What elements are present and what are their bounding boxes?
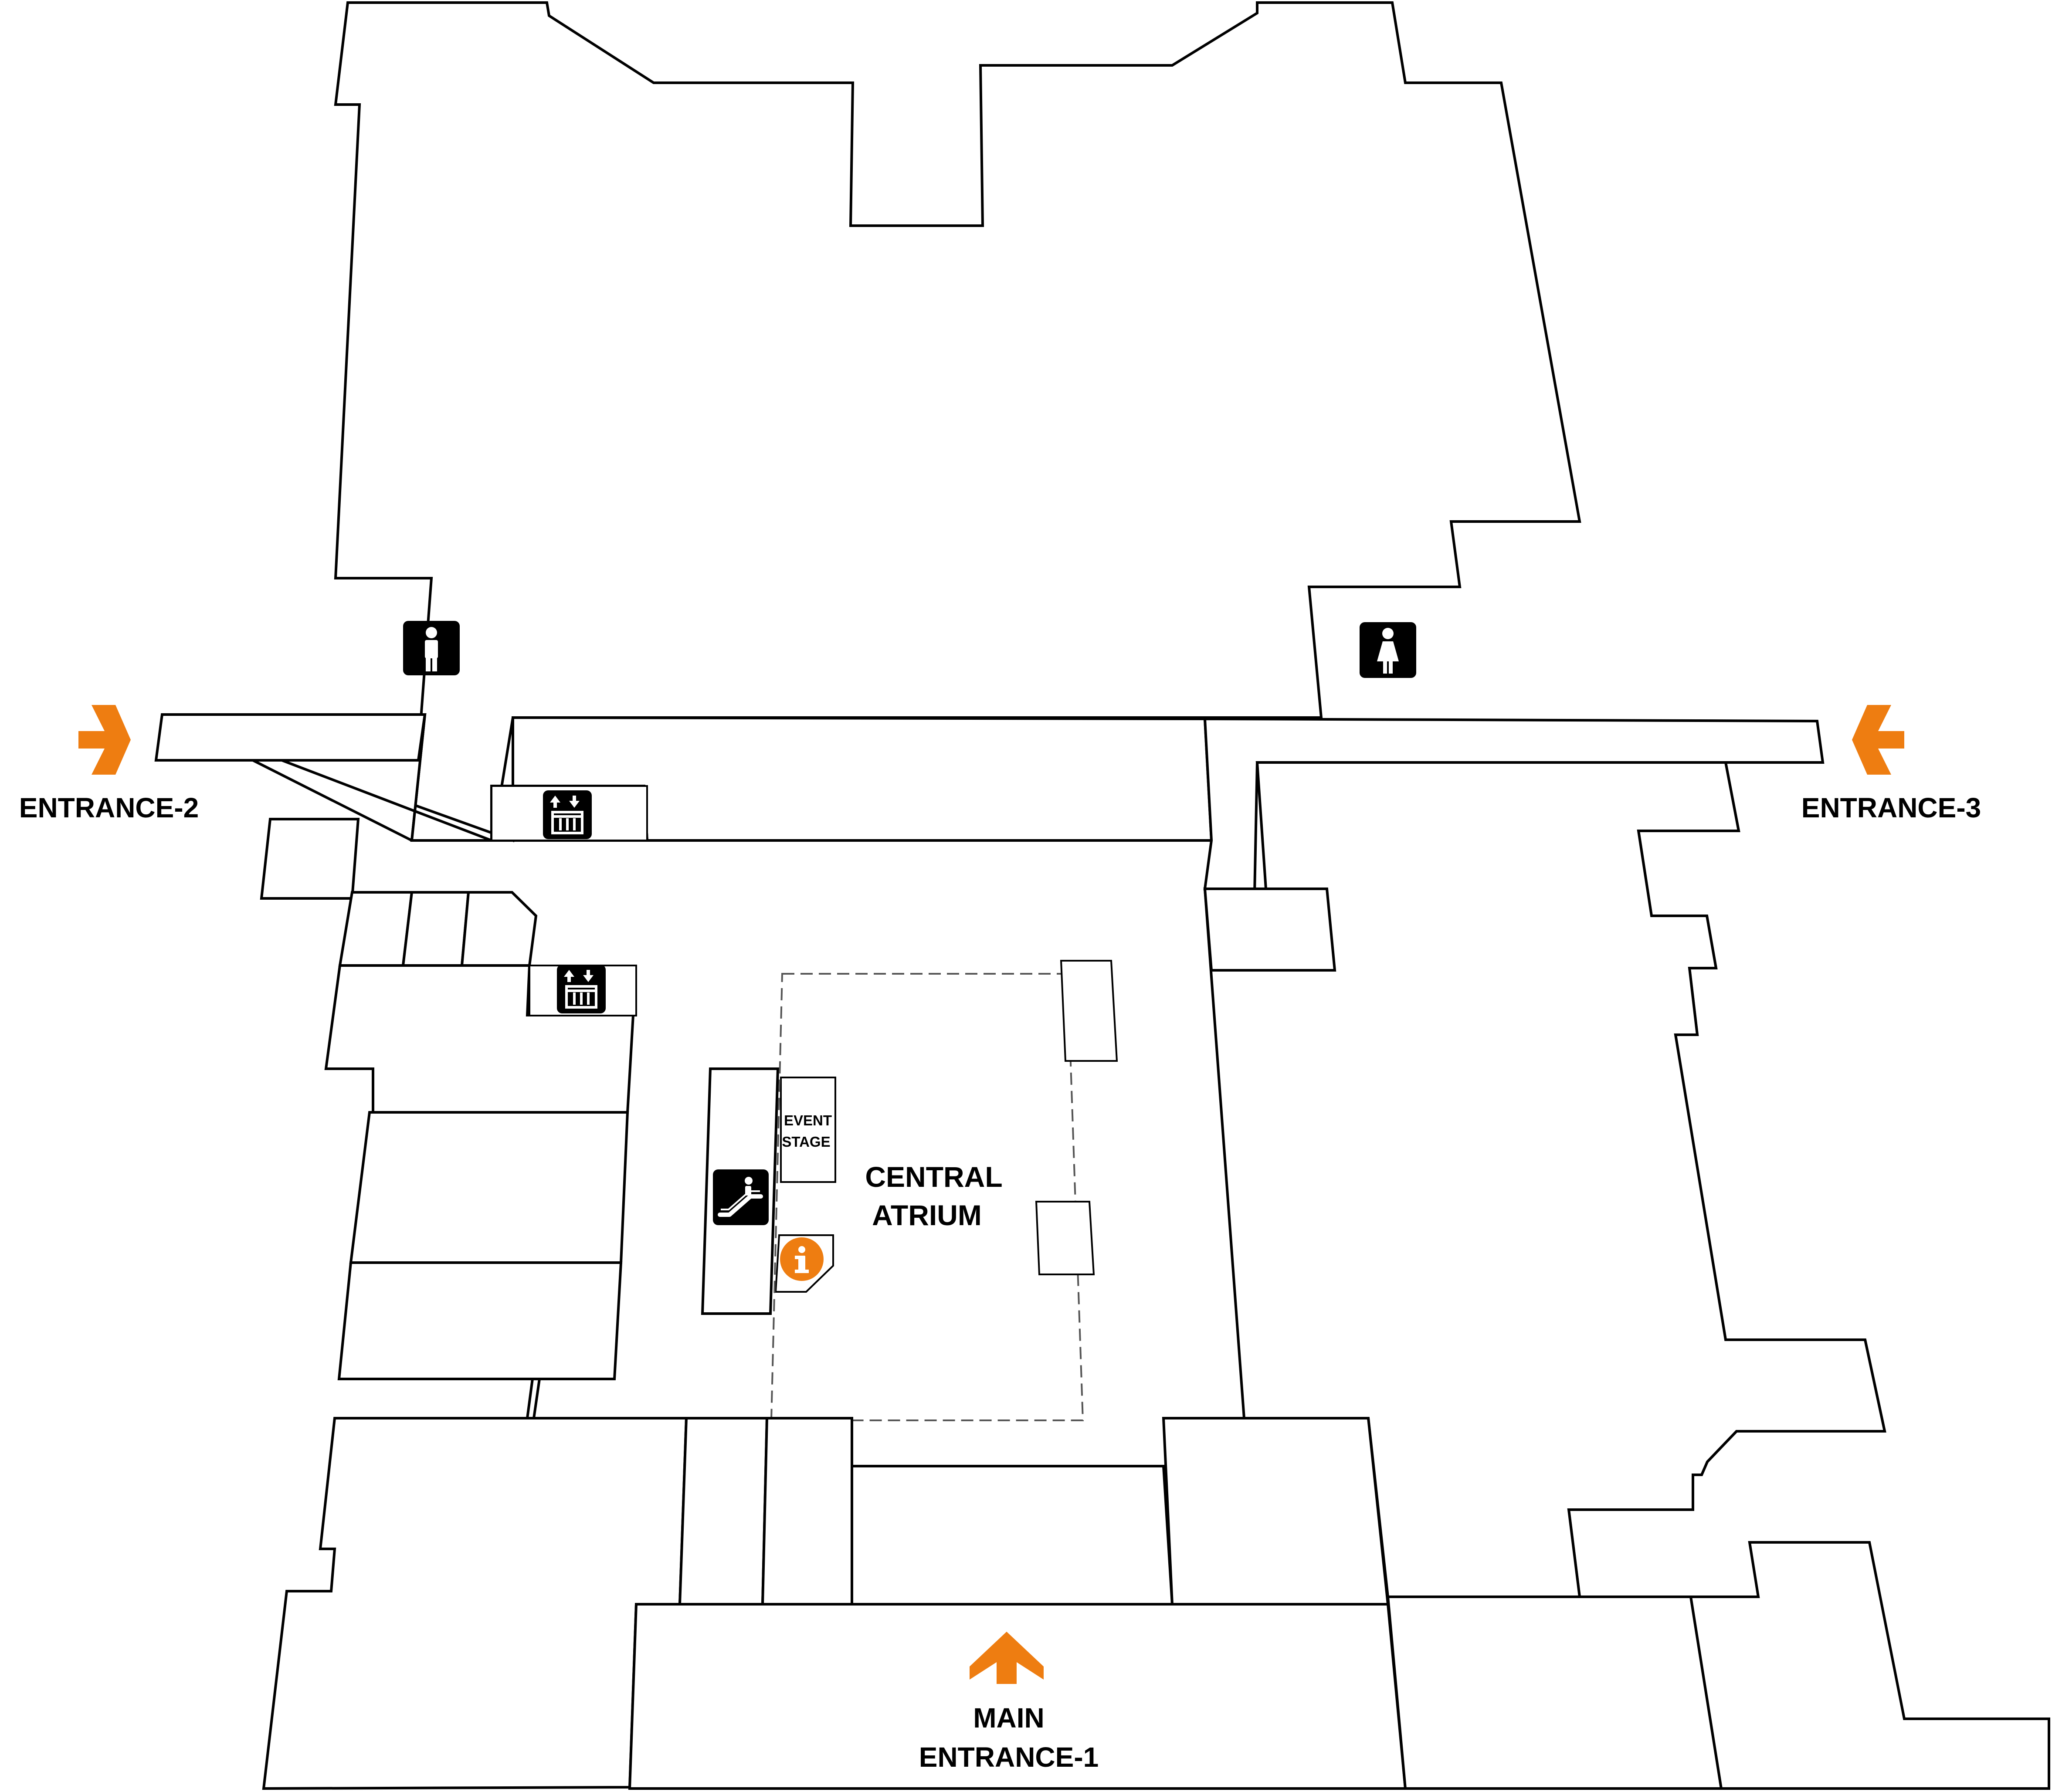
atrium-kiosk-east[interactable]	[1035, 1201, 1095, 1275]
southeast-shop-c[interactable]	[1689, 1541, 2050, 1790]
entrance-3-label: ENTRANCE-3	[1801, 792, 1981, 823]
entrance-2-label: ENTRANCE-2	[19, 792, 199, 823]
escalator-icon[interactable]	[713, 1169, 769, 1225]
west-entrance-passage-top[interactable]	[154, 713, 427, 762]
main-entrance-arrow-icon[interactable]	[970, 1632, 1044, 1684]
southeast-shop-b[interactable]	[1386, 1596, 1723, 1790]
atrium-kiosk-north[interactable]	[1060, 960, 1118, 1062]
south-narrow-shop-a[interactable]	[678, 1417, 769, 1606]
elevator-icon[interactable]	[543, 790, 592, 839]
male-restroom-icon[interactable]	[403, 621, 460, 675]
north-wing-shop[interactable]	[334, 1, 1581, 842]
main-entrance-label-line1: MAIN	[973, 1702, 1045, 1734]
female-restroom-icon[interactable]	[1360, 622, 1416, 678]
west-shop-small-c[interactable]	[401, 891, 470, 967]
west-shop-block-2[interactable]	[349, 1111, 629, 1264]
entrance-3-arrow-icon[interactable]	[1852, 705, 1904, 775]
elevator-icon[interactable]	[557, 965, 606, 1013]
entrance-2-arrow-icon[interactable]	[78, 705, 131, 775]
event-stage-label-line1: EVENT	[784, 1112, 832, 1128]
event-stage[interactable]	[780, 1077, 836, 1183]
west-shop-small-d[interactable]	[460, 891, 538, 967]
southwest-shop[interactable]	[262, 1417, 688, 1790]
east-small-shop[interactable]	[1203, 888, 1336, 972]
west-shop-block-3[interactable]	[337, 1261, 623, 1380]
central-atrium-label-line2: ATRIUM	[872, 1199, 982, 1231]
south-central-shop[interactable]	[851, 1465, 1174, 1606]
corridor-connector-west	[526, 1378, 541, 1419]
main-entrance-label-line2: ENTRANCE-1	[919, 1741, 1099, 1773]
west-shop-small-b[interactable]	[338, 891, 414, 967]
information-icon[interactable]	[780, 1237, 824, 1281]
central-atrium-outline	[770, 973, 1084, 1421]
southeast-shop-a[interactable]	[1162, 1417, 1390, 1606]
event-stage-label-line2: STAGE	[782, 1134, 830, 1150]
west-shop-small-a[interactable]	[260, 818, 360, 900]
central-atrium-label-line1: CENTRAL	[865, 1161, 1002, 1193]
south-narrow-shop-b[interactable]	[761, 1417, 853, 1606]
